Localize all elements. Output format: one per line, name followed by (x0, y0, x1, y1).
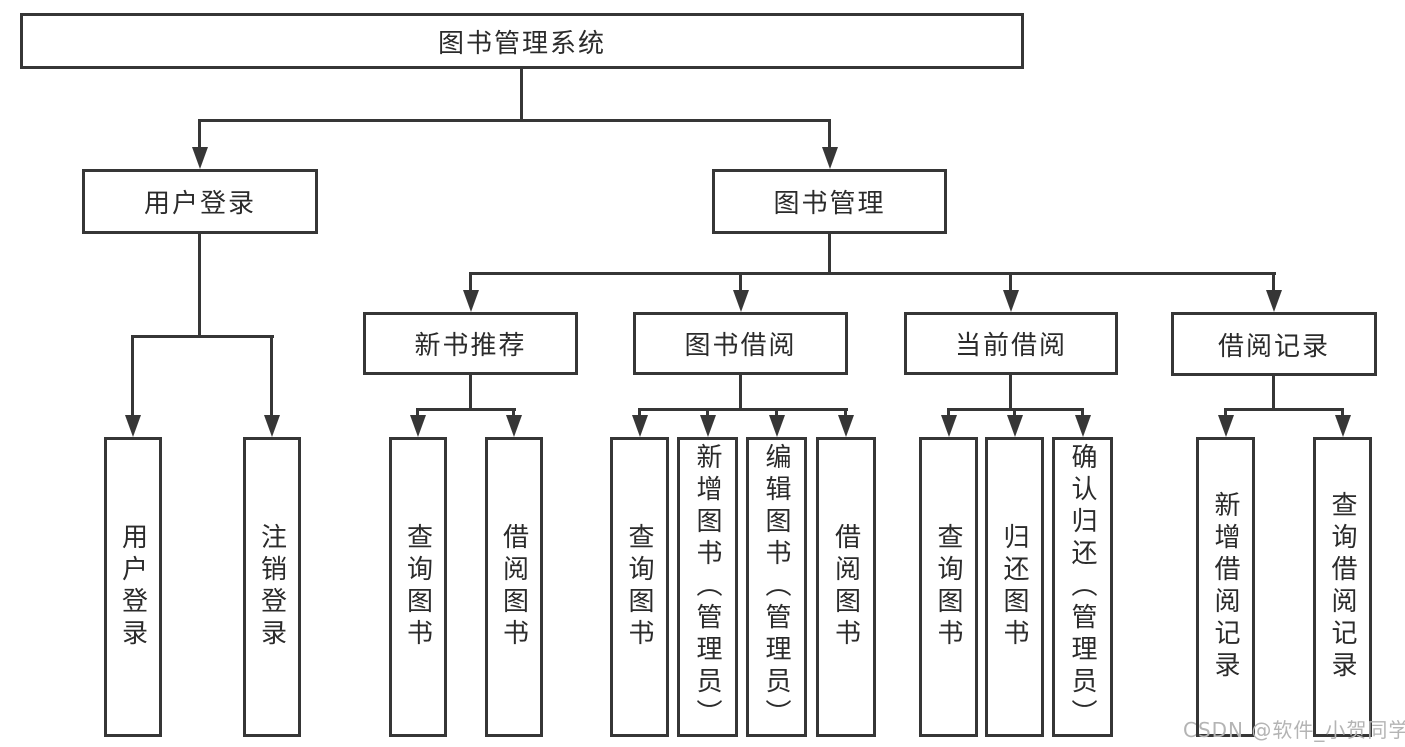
arrow-to-bb-edit (775, 408, 778, 415)
node-library-system: 图书管理系统 (20, 13, 1024, 69)
node-book-borrow: 图书借阅 (633, 312, 848, 375)
arrow-to-br-add (1224, 408, 1227, 415)
arrow-to-cb-query (947, 408, 950, 415)
connector-user-login-stem (198, 232, 201, 336)
arrow-to-bb-add (706, 408, 709, 415)
arrow-to-br-query (1341, 408, 1344, 415)
leaf-cb-return-book: 归还图书 (985, 437, 1044, 737)
leaf-br-query-record: 查询借阅记录 (1313, 437, 1372, 737)
leaf-bb-query-books: 查询图书 (610, 437, 669, 737)
connector-level3-branch (469, 272, 1276, 275)
arrow-to-leaf-logout (270, 335, 273, 415)
connector-book-borrow-branch (638, 408, 848, 411)
arrow-to-current-borrow (1009, 272, 1012, 290)
arrow-to-borrow-records (1272, 272, 1275, 290)
connector-book-management-stem (828, 232, 831, 274)
arrow-to-nb-borrow (512, 408, 515, 415)
arrow-to-nb-query (416, 408, 419, 415)
leaf-nb-query-books: 查询图书 (389, 437, 447, 737)
leaf-nb-borrow-books: 借阅图书 (485, 437, 543, 737)
connector-new-book-branch (416, 408, 516, 411)
leaf-cb-confirm-return-admin: 确认归还（管理员） (1052, 437, 1113, 737)
csdn-watermark: CSDN @软件_小贺同学 (1183, 718, 1405, 742)
node-new-book-recommend: 新书推荐 (363, 312, 578, 375)
node-book-management: 图书管理 (712, 169, 947, 234)
node-user-login: 用户登录 (82, 169, 318, 234)
arrow-to-leaf-user-login (131, 335, 134, 415)
arrow-to-new-book (469, 272, 472, 290)
leaf-user-login: 用户登录 (104, 437, 162, 737)
arrow-to-book-borrow (739, 272, 742, 290)
arrow-to-bb-query (638, 408, 641, 415)
arrow-to-cb-confirm (1081, 408, 1084, 415)
connector-user-login-branch (131, 335, 274, 338)
leaf-br-add-record: 新增借阅记录 (1196, 437, 1255, 737)
connector-borrow-records-stem (1272, 375, 1275, 411)
node-current-borrow: 当前借阅 (904, 312, 1118, 375)
connector-root-stem (520, 68, 523, 121)
connector-level2-branch (198, 119, 831, 122)
leaf-logout: 注销登录 (243, 437, 301, 737)
leaf-bb-borrow-books: 借阅图书 (816, 437, 876, 737)
arrow-to-user-login (198, 119, 201, 147)
leaf-cb-query-books: 查询图书 (919, 437, 978, 737)
connector-new-book-stem (469, 374, 472, 411)
leaf-bb-add-book-admin: 新增图书（管理员） (677, 437, 738, 737)
arrow-to-book-management (828, 119, 831, 147)
node-borrow-records: 借阅记录 (1171, 312, 1377, 376)
connector-current-borrow-stem (1009, 374, 1012, 411)
connector-book-borrow-stem (739, 374, 742, 411)
arrow-to-cb-return (1013, 408, 1016, 415)
connector-borrow-records-branch (1224, 408, 1344, 411)
leaf-bb-edit-book-admin: 编辑图书（管理员） (746, 437, 807, 737)
arrow-to-bb-borrow (844, 408, 847, 415)
